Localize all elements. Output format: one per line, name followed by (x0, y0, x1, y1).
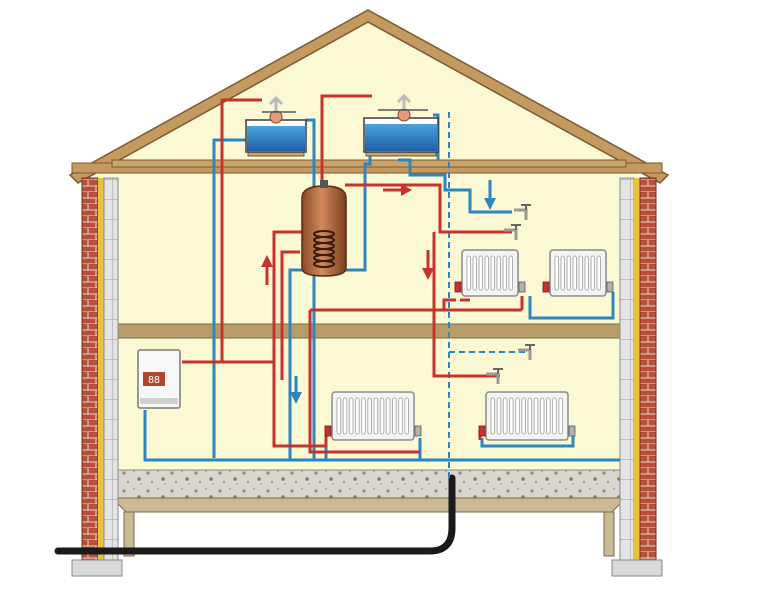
cold-water-storage-tank (363, 93, 439, 157)
tap-loft-hot (504, 224, 521, 240)
radiators (324, 249, 614, 441)
hot-pipes (182, 94, 524, 454)
ground-slab (110, 469, 628, 557)
first-floor (111, 323, 627, 339)
flow-arrow-hot-down (422, 250, 434, 280)
expansion-tank (245, 95, 307, 157)
radiator-ground-left (324, 391, 422, 441)
radiator-ground-right (478, 391, 576, 441)
boiler: 88 (137, 349, 181, 409)
taps (486, 204, 535, 384)
radiator-upstairs-right (542, 249, 614, 297)
hot-water-cylinder (301, 180, 347, 277)
tap-upstairs-hot (486, 368, 503, 384)
tap-loft-cold (514, 204, 531, 220)
flow-arrow-hot-up (261, 255, 273, 285)
flow-arrow-cold-down-ground (290, 376, 302, 404)
boiler-display: 88 (148, 375, 160, 386)
radiator-upstairs-left (454, 249, 526, 297)
left-wall (71, 177, 123, 577)
flow-arrow-hot-right (383, 184, 412, 196)
flow-arrow-cold-down-loft (484, 180, 496, 210)
right-wall (611, 177, 663, 577)
gas-main-pipe (54, 474, 456, 555)
tap-upstairs-cold (518, 344, 535, 360)
